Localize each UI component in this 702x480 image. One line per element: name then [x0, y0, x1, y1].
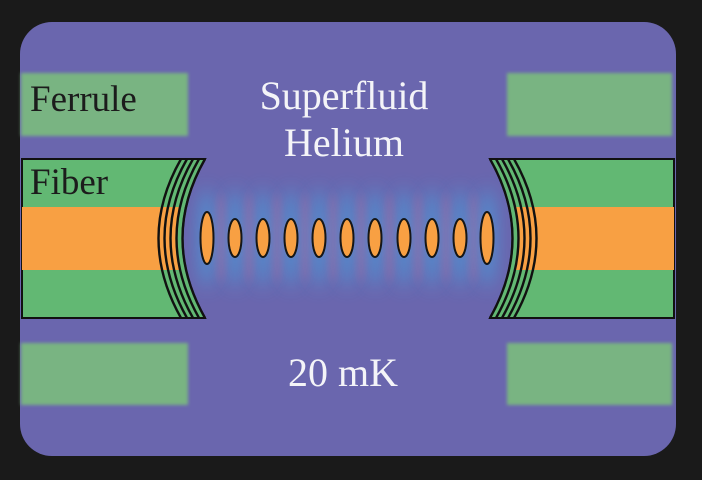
- optical-mode-lobe: [255, 218, 271, 258]
- wave-node-fringe: [244, 194, 254, 282]
- mirror-coating-left: [157, 158, 207, 319]
- wave-node-fringe: [356, 194, 366, 282]
- optical-mode-lobe: [199, 211, 215, 265]
- optical-mode-lobe: [452, 218, 468, 258]
- helium-label-line-1: Superfluid: [259, 73, 429, 118]
- wave-node-fringe: [328, 194, 338, 282]
- wave-node-fringe: [272, 194, 282, 282]
- optical-mode-lobe: [227, 218, 243, 258]
- ferrule-top-right: [507, 73, 672, 136]
- wave-node-fringe: [413, 194, 423, 282]
- wave-node-fringe: [384, 194, 395, 282]
- optical-mode-lobe: [283, 218, 299, 258]
- wave-node-fringe: [468, 194, 479, 282]
- ferrule-bottom-right: [507, 343, 672, 405]
- fiber-label: Fiber: [30, 162, 109, 203]
- optical-mode-lobe: [367, 218, 383, 258]
- wave-node-fringe: [300, 194, 310, 282]
- optical-mode-lobe: [396, 218, 412, 258]
- ferrule-top-left: [21, 73, 188, 136]
- optical-mode-lobe: [311, 218, 327, 258]
- wave-node-fringe: [216, 194, 226, 282]
- optical-mode-lobe: [479, 211, 495, 265]
- optical-mode-lobe: [424, 218, 440, 258]
- helium-label-line-2: Helium: [284, 120, 404, 165]
- superfluid-helium-label: Superfluid Helium: [228, 72, 460, 166]
- temperature-label: 20 mK: [288, 350, 398, 395]
- fiber-right-core: [515, 207, 674, 270]
- wave-node-fringe: [441, 194, 451, 282]
- fiber-right: [488, 158, 675, 319]
- fiber-left: [21, 158, 207, 319]
- mirror-coating-right: [488, 158, 538, 319]
- optical-mode-lobe: [339, 218, 355, 258]
- fiber-left-core: [22, 207, 180, 270]
- ferrule-bottom-left: [21, 343, 188, 405]
- ferrule-label: Ferrule: [30, 79, 137, 120]
- optical-mode: [199, 211, 495, 265]
